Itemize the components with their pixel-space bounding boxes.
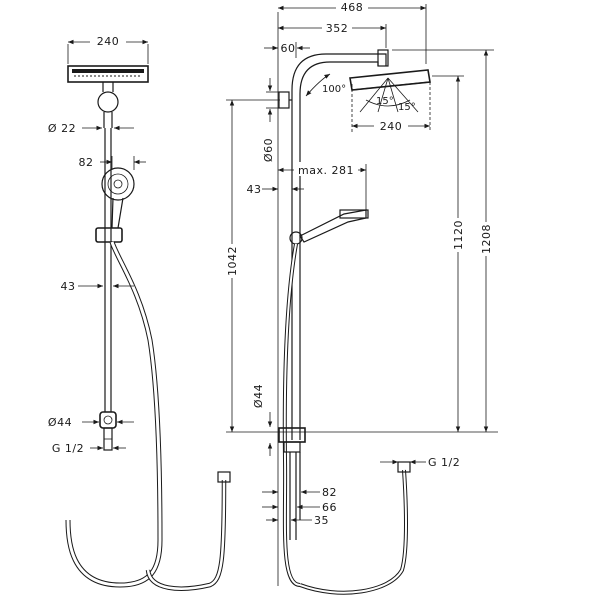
dim-label: 1042 bbox=[226, 246, 239, 276]
dim-arm-diameter-front: Ø 22 bbox=[48, 122, 134, 135]
outlet-front bbox=[99, 411, 117, 451]
wall-bracket-side bbox=[278, 91, 292, 109]
slider-front bbox=[95, 227, 123, 243]
dim-outlet-side: Ø44 bbox=[252, 384, 273, 456]
dim-label: max. 281 bbox=[298, 164, 354, 177]
dim-total-height: 1208 bbox=[392, 49, 494, 432]
dim-label: 82 bbox=[322, 486, 337, 499]
dim-label: 240 bbox=[380, 120, 403, 133]
dim-label: 43 bbox=[61, 280, 76, 293]
dim-label: 66 bbox=[322, 501, 337, 514]
dim-label: 1120 bbox=[452, 220, 465, 250]
dim-arm-angle: 100° bbox=[305, 73, 346, 97]
overhead-shower-front bbox=[67, 65, 149, 83]
dim-bar-offset-front: 43 bbox=[61, 280, 134, 293]
front-view: 240 Ø 22 82 43 Ø44 bbox=[48, 34, 231, 591]
dim-label: Ø 22 bbox=[48, 122, 76, 135]
riser-and-arm-side bbox=[291, 49, 389, 440]
dim-label: 60 bbox=[281, 42, 296, 55]
dim-wall-offset: 60 bbox=[264, 42, 310, 58]
dim-label: Ø60 bbox=[262, 138, 275, 162]
dim-label: 43 bbox=[247, 183, 262, 196]
dim-tilt-left: 15° bbox=[376, 96, 394, 107]
dim-label: 35 bbox=[314, 514, 329, 527]
outlet-side bbox=[278, 427, 306, 540]
hand-shower-side bbox=[289, 209, 369, 245]
dim-label: 240 bbox=[97, 35, 120, 48]
dim-bottom-82: 82 bbox=[262, 486, 337, 499]
dim-thread-side: G 1/2 bbox=[380, 456, 460, 469]
dim-label: 100° bbox=[322, 84, 346, 95]
side-view: 468 352 60 100° 15° 15° 240 bbox=[225, 0, 498, 595]
dim-thread-front: G 1/2 bbox=[52, 442, 126, 455]
dim-label: G 1/2 bbox=[52, 442, 84, 455]
hose-side bbox=[282, 243, 411, 595]
dim-bar-offset-side: 43 bbox=[247, 183, 304, 196]
dim-handshower-front: 82 bbox=[79, 156, 146, 170]
dim-head-width-front: 240 bbox=[67, 34, 149, 64]
dim-wall-bracket: Ø60 bbox=[262, 78, 280, 162]
dim-head-height: 1120 bbox=[432, 75, 465, 432]
dim-label: 82 bbox=[79, 156, 94, 169]
dim-bar-length: 1042 bbox=[225, 99, 280, 432]
hand-shower-front bbox=[101, 167, 135, 229]
dim-total-reach: 468 bbox=[278, 0, 427, 64]
dim-label: G 1/2 bbox=[428, 456, 460, 469]
dim-outlet-front: Ø44 bbox=[48, 416, 134, 429]
dim-label: 352 bbox=[326, 22, 349, 35]
dim-label: Ø44 bbox=[252, 384, 265, 408]
dim-bottom-35: 35 bbox=[266, 514, 329, 527]
dim-tilt-right: 15° bbox=[398, 102, 416, 113]
dim-head-width-side: 240 bbox=[352, 118, 430, 133]
dim-arm-reach: 352 bbox=[278, 20, 387, 48]
dim-handshower-reach: max. 281 bbox=[278, 162, 367, 210]
hose-front bbox=[65, 241, 231, 591]
dim-label: 1208 bbox=[480, 224, 493, 254]
dim-label: Ø44 bbox=[48, 416, 72, 429]
shower-arm-front bbox=[97, 82, 119, 128]
dim-bottom-66: 66 bbox=[262, 501, 337, 514]
dim-label: 468 bbox=[341, 1, 364, 14]
